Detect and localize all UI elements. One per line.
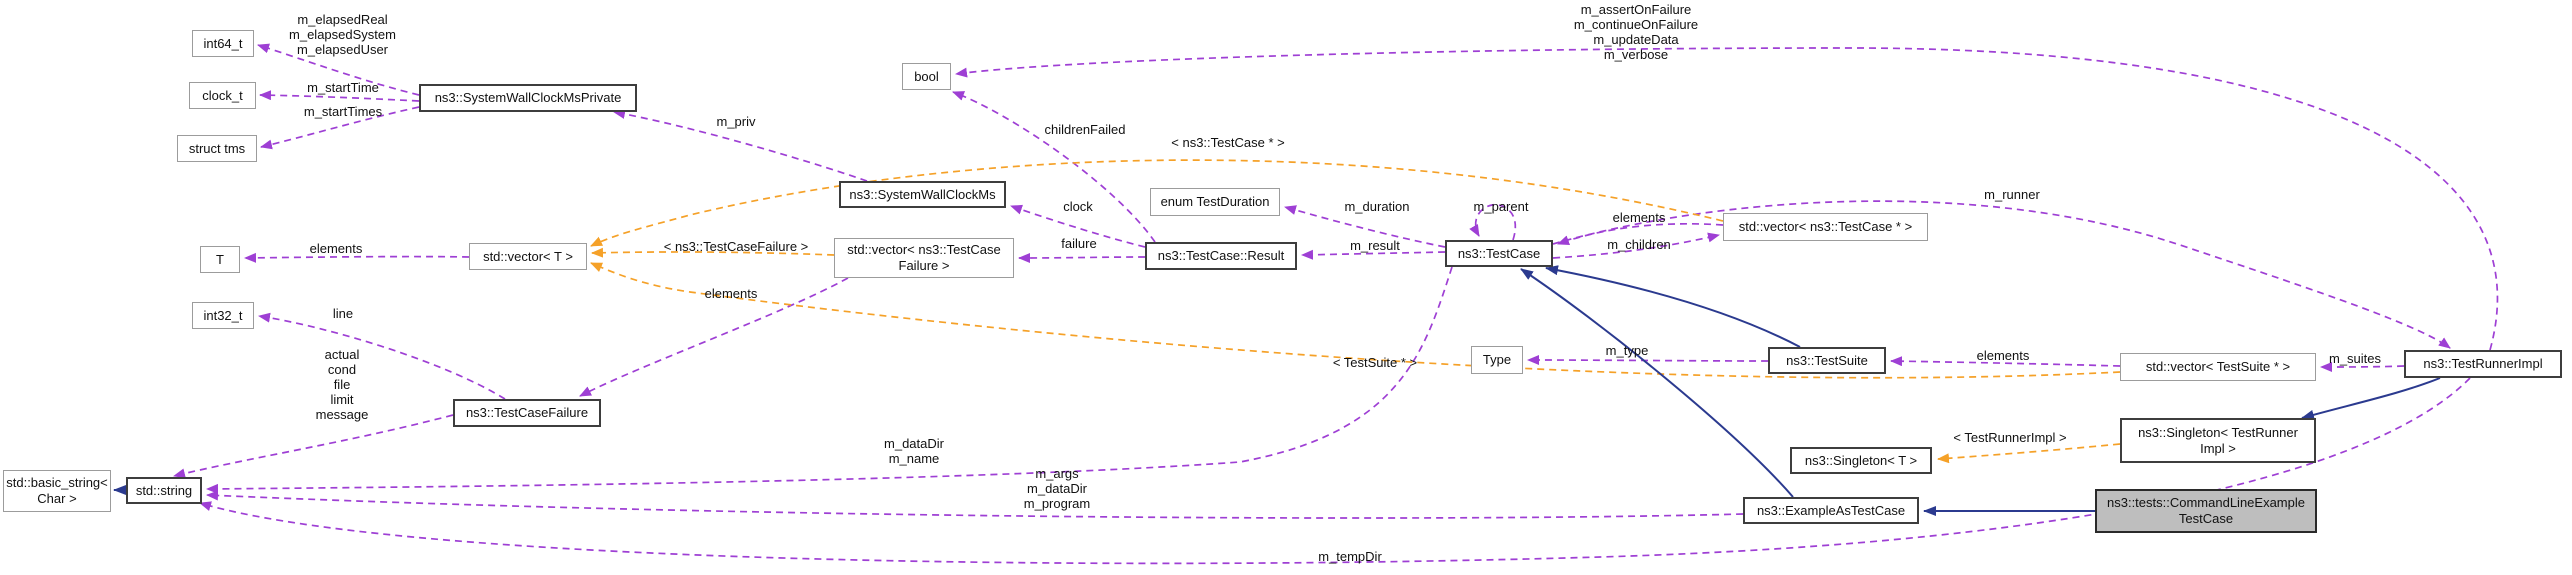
node-singleton-t[interactable]: ns3::Singleton< T > <box>1790 447 1932 474</box>
node-clock-t: clock_t <box>189 82 256 109</box>
edge-m-type <box>1527 355 1769 366</box>
edge-label-m-starttimes: m_startTimes <box>303 104 383 119</box>
edge-m-elapsed <box>257 43 420 96</box>
edge-line <box>258 312 506 400</box>
edge-inherit-runner-singleton <box>2301 377 2441 420</box>
edge-tpl-testcase-ptr <box>590 159 1724 247</box>
edge-label-elapsed: m_elapsedReal m_elapsedSystem m_elapsedU… <box>289 12 396 57</box>
node-type: Type <box>1471 346 1523 374</box>
node-t: T <box>200 246 240 273</box>
node-vector-t[interactable]: std::vector< T > <box>469 243 587 270</box>
node-basic-string: std::basic_string< Char > <box>3 470 111 512</box>
edge-m-parent-loop <box>1469 203 1516 241</box>
edge-label-line: line <box>332 306 354 321</box>
edge-m-tempdir <box>199 377 2471 565</box>
node-systemwallclockmsprivate[interactable]: ns3::SystemWallClockMsPrivate <box>419 84 637 112</box>
node-int32-t: int32_t <box>192 302 254 329</box>
edge-elements-testsuite <box>1890 356 2121 367</box>
node-exampleastestcase[interactable]: ns3::ExampleAsTestCase <box>1743 497 1919 524</box>
node-vector-testcase-ptr[interactable]: std::vector< ns3::TestCase * > <box>1723 213 1928 241</box>
node-int64-t: int64_t <box>192 30 254 57</box>
edge-label-example-fields: m_args m_dataDir m_program <box>1023 466 1091 511</box>
edge-label-m-datadir-m-name: m_dataDir m_name <box>884 436 944 466</box>
edge-inherit-testsuite-testcase <box>1545 265 1801 348</box>
node-testcase-result[interactable]: ns3::TestCase::Result <box>1145 242 1297 270</box>
edge-example-strings <box>206 490 1744 519</box>
node-struct-tms: struct tms <box>177 135 257 162</box>
edge-label-failure: failure <box>1061 236 1097 251</box>
node-testcase[interactable]: ns3::TestCase <box>1445 240 1553 267</box>
edge-label-m-duration: m_duration <box>1344 199 1410 214</box>
edge-label-runner-flags: m_assertOnFailure m_continueOnFailure m_… <box>1573 2 1699 62</box>
edge-m-children <box>1552 232 1720 259</box>
node-singleton-testrunnerimpl[interactable]: ns3::Singleton< TestRunner Impl > <box>2120 418 2316 463</box>
edge-label-m-runner: m_runner <box>1984 187 2040 202</box>
edge-m-runner <box>1552 200 2451 349</box>
edge-children-failed <box>952 91 1156 243</box>
edge-label-tpl-testsuite-ptr: < TestSuite * > <box>1332 355 1418 370</box>
edge-tpl-testsuite-ptr <box>590 262 2121 379</box>
edge-label-m-priv: m_priv <box>716 114 756 129</box>
edge-label-tpl-testcasefailure: < ns3::TestCaseFailure > <box>663 239 809 254</box>
edge-m-duration <box>1284 205 1446 248</box>
edge-m-suites <box>2320 361 2405 372</box>
node-vector-testcasefailure[interactable]: std::vector< ns3::TestCase Failure > <box>834 238 1014 278</box>
node-systemwallclockms[interactable]: ns3::SystemWallClockMs <box>839 181 1006 208</box>
edge-tpl-testcasefailure <box>591 247 835 258</box>
edge-label-failure-fields: actual cond file limit message <box>315 347 369 422</box>
edge-clock <box>1010 204 1146 248</box>
edge-m-priv <box>613 109 868 182</box>
node-commandlineexampletestcase: ns3::tests::CommandLineExample TestCase <box>2095 489 2317 533</box>
edge-label-m-children: m_children <box>1607 237 1671 252</box>
edge-label-elements-t: elements <box>309 241 363 256</box>
edge-runner-flags <box>955 47 2499 351</box>
node-testsuite[interactable]: ns3::TestSuite <box>1768 347 1886 374</box>
node-enum-testduration: enum TestDuration <box>1150 188 1280 216</box>
edge-elements-t <box>244 252 470 263</box>
edge-label-m-suites: m_suites <box>2328 351 2382 366</box>
node-testcasefailure[interactable]: ns3::TestCaseFailure <box>453 399 601 427</box>
edge-label-m-result: m_result <box>1350 238 1400 253</box>
edge-label-elements-testsuite: elements <box>1976 348 2030 363</box>
edge-label-m-type: m_type <box>1605 343 1649 358</box>
edge-failure-fields <box>173 414 454 479</box>
edge-elements-testcase <box>1557 222 1724 245</box>
edge-label-m-tempdir: m_tempDir <box>1318 549 1382 564</box>
edge-elements-testcasefailure <box>579 277 849 397</box>
node-vector-testsuite-ptr[interactable]: std::vector< TestSuite * > <box>2120 353 2316 381</box>
node-std-string[interactable]: std::string <box>126 477 202 504</box>
edge-label-elements-testcasefailure: elements <box>704 286 758 301</box>
edge-tpl-testrunnerimpl <box>1937 443 2121 464</box>
edge-label-tpl-testrunnerimpl: < TestRunnerImpl > <box>1953 430 2067 445</box>
edge-m-start-time <box>259 90 420 102</box>
edge-label-m-parent: m_parent <box>1473 199 1529 214</box>
node-testrunnerimpl[interactable]: ns3::TestRunnerImpl <box>2404 350 2562 378</box>
edge-label-m-starttime: m_startTime <box>307 80 379 95</box>
edge-label-clock: clock <box>1063 199 1093 214</box>
edge-inherit-example-testcase <box>1520 268 1794 498</box>
edge-m-datadir-m-name <box>206 266 1453 494</box>
edge-label-childrenfailed: childrenFailed <box>1044 122 1126 137</box>
edge-m-start-times <box>260 106 420 150</box>
node-bool: bool <box>902 63 951 90</box>
edge-failure <box>1018 252 1146 263</box>
edge-label-elements-testcase: elements <box>1612 210 1666 225</box>
edge-label-tpl-testcase-ptr: < ns3::TestCase * > <box>1171 135 1285 150</box>
edge-m-result <box>1301 249 1446 260</box>
